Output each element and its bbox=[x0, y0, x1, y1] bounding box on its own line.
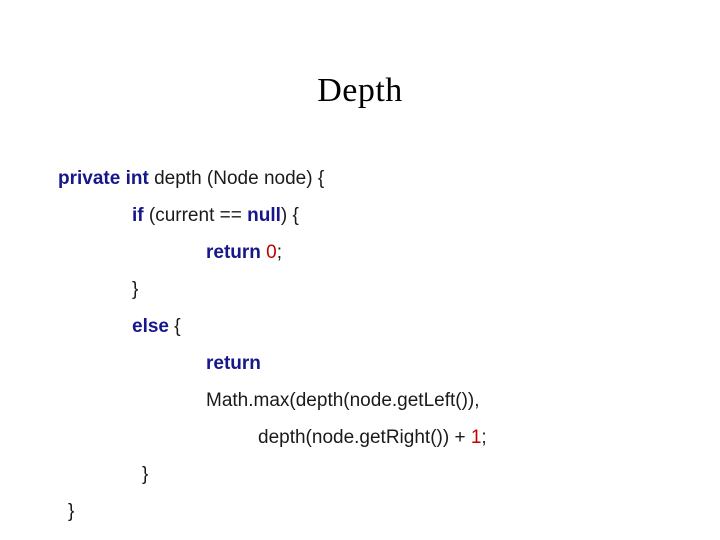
code-block: private int depth (Node node) { if (curr… bbox=[58, 160, 698, 530]
code-line-1-rest: depth (Node node) { bbox=[148, 168, 325, 189]
code-line-3: return 0; bbox=[58, 234, 698, 271]
code-line-2: if (current == null) { bbox=[58, 197, 698, 234]
keyword-return-1: return bbox=[206, 242, 261, 263]
code-line-4: } bbox=[58, 271, 698, 308]
code-line-2-mid: (current == bbox=[143, 205, 248, 226]
page-title: Depth bbox=[317, 72, 403, 109]
code-line-5-rest: { bbox=[168, 316, 181, 337]
code-line-8: depth(node.getRight()) + 1; bbox=[58, 419, 698, 456]
keyword-null: null bbox=[247, 205, 281, 226]
code-line-1: private int depth (Node node) { bbox=[58, 160, 698, 197]
code-line-8-rest: ; bbox=[481, 427, 487, 448]
expression-depth-right: depth(node.getRight()) + bbox=[258, 427, 471, 448]
keyword-return-2: return bbox=[206, 353, 261, 374]
code-line-10: } bbox=[58, 493, 698, 530]
closing-brace-1: } bbox=[132, 279, 139, 300]
closing-brace-3: } bbox=[68, 501, 75, 522]
expression-math-max: Math.max(depth(node.getLeft()), bbox=[206, 390, 480, 411]
code-line-7: Math.max(depth(node.getLeft()), bbox=[58, 382, 698, 419]
code-line-5: else { bbox=[58, 308, 698, 345]
code-line-9: } bbox=[58, 456, 698, 493]
keyword-private-int: private int bbox=[58, 168, 149, 189]
literal-zero: 0 bbox=[260, 242, 277, 263]
code-line-2-rest: ) { bbox=[280, 205, 299, 226]
keyword-if: if bbox=[132, 205, 144, 226]
closing-brace-2: } bbox=[142, 464, 149, 485]
literal-one: 1 bbox=[470, 427, 482, 448]
code-line-6: return bbox=[58, 345, 698, 382]
code-line-3-rest: ; bbox=[276, 242, 283, 263]
keyword-else: else bbox=[132, 316, 169, 337]
